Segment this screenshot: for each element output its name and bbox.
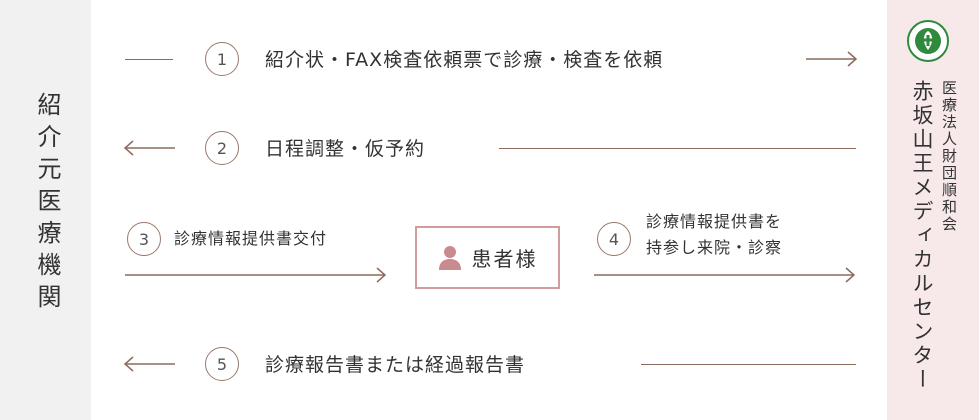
hospital-panel: 医療法人財団順和会 赤坂山王メディカルセンター <box>887 0 979 420</box>
step2-label: 日程調整・仮予約 <box>265 138 426 160</box>
hospital-title: 赤坂山王メディカルセンター <box>910 80 934 392</box>
step2-right-line <box>499 148 856 149</box>
step1-number-circle: 1 <box>205 42 239 76</box>
hospital-subtitle: 医療法人財団順和会 <box>940 80 958 233</box>
step2-left-arrow <box>123 140 175 156</box>
hospital-logo-icon <box>907 20 949 62</box>
patient-label: 患者様 <box>471 247 538 271</box>
step3-number-circle: 3 <box>127 222 161 256</box>
referring-institution-title: 紹介元医療機関 <box>33 92 61 316</box>
step1-left-line <box>125 59 173 60</box>
step1-label: 紹介状・FAX検査依頼票で診療・検査を依頼 <box>265 49 664 71</box>
step2-number-circle: 2 <box>205 131 239 165</box>
step5-right-line <box>641 364 856 365</box>
step4-number-circle: 4 <box>597 222 631 256</box>
step3-label: 診療情報提供書交付 <box>174 229 328 248</box>
step5-number-circle: 5 <box>205 347 239 381</box>
step4-label-line2: 持参し来院・診察 <box>646 238 783 257</box>
patient-box: 患者様 <box>415 226 560 289</box>
step1-right-arrow <box>806 51 858 67</box>
step4-label-line1: 診療情報提供書を <box>646 212 783 231</box>
person-icon <box>438 245 461 270</box>
step4-right-arrow <box>594 267 856 283</box>
step5-left-arrow <box>123 356 175 372</box>
referring-institution-panel: 紹介元医療機関 <box>0 0 91 420</box>
step3-right-arrow <box>125 267 387 283</box>
step5-label: 診療報告書または経過報告書 <box>265 354 526 376</box>
